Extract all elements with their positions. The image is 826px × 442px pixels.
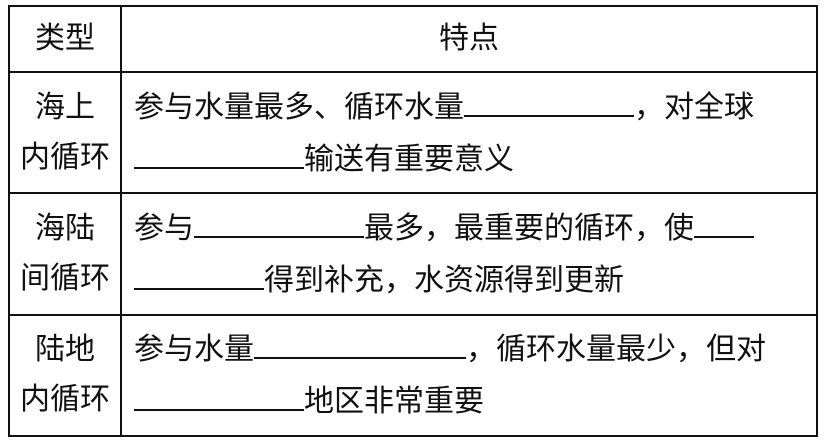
- fill-blank: [134, 133, 304, 169]
- type-text: 海上: [35, 89, 95, 125]
- type-text: 内循环: [20, 139, 110, 175]
- type-text: 内循环: [20, 382, 110, 418]
- feature-cell: 参与 最多，最重要的循环，使 得到补充，水资源得到更新: [120, 192, 818, 316]
- fill-blank: [194, 202, 364, 238]
- feature-text: 参与水量: [134, 332, 254, 368]
- fill-blank: [464, 81, 634, 117]
- fill-blank: [694, 202, 754, 238]
- feature-text: 输送有重要意义: [304, 141, 514, 177]
- fill-blank: [134, 375, 304, 412]
- feature-cell: 参与水量 ，循环水量最少，但对 地区非常重要: [120, 313, 818, 438]
- feature-cell: 参与水量最多、循环水量 ，对全球 输送有重要意义: [120, 70, 818, 195]
- type-cell: 海陆间循环: [8, 192, 122, 316]
- type-text: 陆地: [35, 332, 95, 368]
- type-text: 海陆: [35, 210, 95, 246]
- type-cell: 海上内循环: [8, 70, 122, 195]
- header-features: 特点: [120, 5, 818, 73]
- type-cell: 陆地内循环: [8, 313, 122, 438]
- feature-text: 得到补充，水资源得到更新: [264, 262, 624, 298]
- feature-text: 地区非常重要: [304, 384, 484, 420]
- table-row: 海陆间循环 参与 最多，最重要的循环，使 得到补充，水资源得到更新: [8, 192, 818, 316]
- table-row: 海上内循环 参与水量最多、循环水量 ，对全球 输送有重要意义: [8, 70, 818, 195]
- header-row: 类型 特点: [8, 5, 818, 73]
- feature-text: 最多，最重要的循环，使: [364, 210, 694, 246]
- fill-blank: [254, 323, 466, 360]
- water-cycle-table: 类型 特点 海上内循环 参与水量最多、循环水量 ，对全球 输送有重要意义 海陆间循…: [8, 5, 818, 438]
- feature-text: ，对全球: [634, 89, 754, 125]
- feature-text: 参与水量最多、循环水量: [134, 89, 464, 125]
- table-row: 陆地内循环 参与水量 ，循环水量最少，但对 地区非常重要: [8, 313, 818, 438]
- feature-text: ，循环水量最少，但对: [466, 332, 766, 368]
- type-text: 间循环: [20, 260, 110, 296]
- feature-text: 参与: [134, 210, 194, 246]
- header-type: 类型: [8, 5, 122, 73]
- fill-blank: [134, 254, 264, 290]
